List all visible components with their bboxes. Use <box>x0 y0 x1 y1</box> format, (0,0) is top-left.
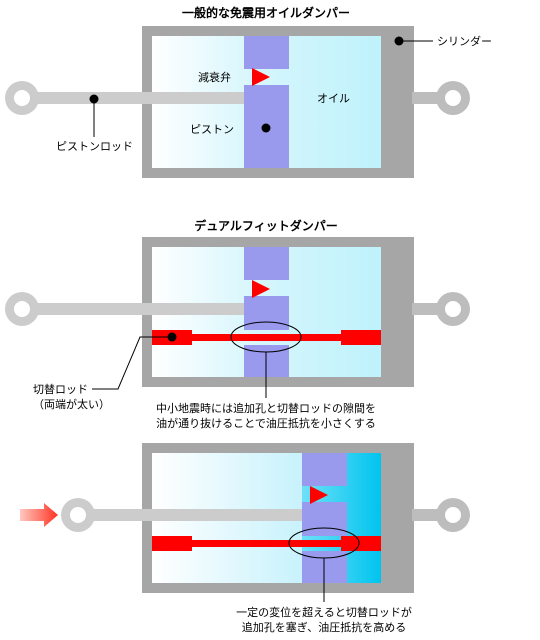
diagram2-caption-line2: 油が通り抜けることで油圧抵抗を小さくする <box>156 416 376 430</box>
valve-arrow-icon <box>310 486 328 504</box>
cylinder-label: シリンダー <box>437 34 492 48</box>
right-clevis-neck <box>412 92 438 104</box>
diagram1-title: 一般的な免震用オイルダンパー <box>182 5 350 20</box>
piston-upper <box>244 247 289 280</box>
diagram3-caption-line2: 追加孔を塞ぎ、油圧抵抗を高める <box>242 620 406 634</box>
diagram2-title: デュアルフィットダンパー <box>194 218 337 233</box>
piston-marker <box>261 123 271 133</box>
switch-rod-label: 切替ロッド <box>33 382 88 396</box>
oil-label: オイル <box>317 92 350 105</box>
piston-middle <box>302 502 347 536</box>
switch-rod-right-end <box>341 330 381 345</box>
piston-rod <box>36 92 246 104</box>
right-clevis-neck <box>412 509 438 521</box>
piston-middle <box>244 296 289 330</box>
piston-rod-label: ピストンロッド <box>56 140 133 153</box>
diagram3-caption-line1: 一定の変位を超えると切替ロッドが <box>236 605 412 619</box>
valve-arrow-icon <box>252 280 270 298</box>
switch-rod-right-end <box>341 536 381 551</box>
piston-upper <box>244 36 289 69</box>
piston-label: ピストン <box>190 123 234 136</box>
valve-arrow-icon <box>252 68 270 86</box>
force-arrow-icon <box>20 503 58 527</box>
diagram2-caption-line1: 中小地震時には追加孔と切替ロッドの隙間を <box>156 401 376 415</box>
diagram-standard-oil-damper: 一般的な免震用オイルダンパー 減衰弁 オイル ピストン シリンダー ピストンロッ… <box>5 5 492 178</box>
piston-rod <box>92 509 304 521</box>
right-clevis-neck <box>412 303 438 315</box>
switch-rod-note: （両端が太い） <box>33 397 110 411</box>
valve-label: 減衰弁 <box>198 70 231 84</box>
switch-rod <box>152 334 381 341</box>
diagram-dual-fit-large-displacement: 一定の変位を超えると切替ロッドが 追加孔を塞ぎ、油圧抵抗を高める <box>20 443 470 634</box>
switch-rod <box>152 540 381 547</box>
switch-rod-left-end <box>152 536 192 551</box>
diagram-dual-fit-small-quake: デュアルフィットダンパー 切替ロッド （両端が太い） 中小地震時には追加孔と切替… <box>5 218 470 430</box>
piston-upper <box>302 453 347 486</box>
piston-rod <box>36 303 246 315</box>
